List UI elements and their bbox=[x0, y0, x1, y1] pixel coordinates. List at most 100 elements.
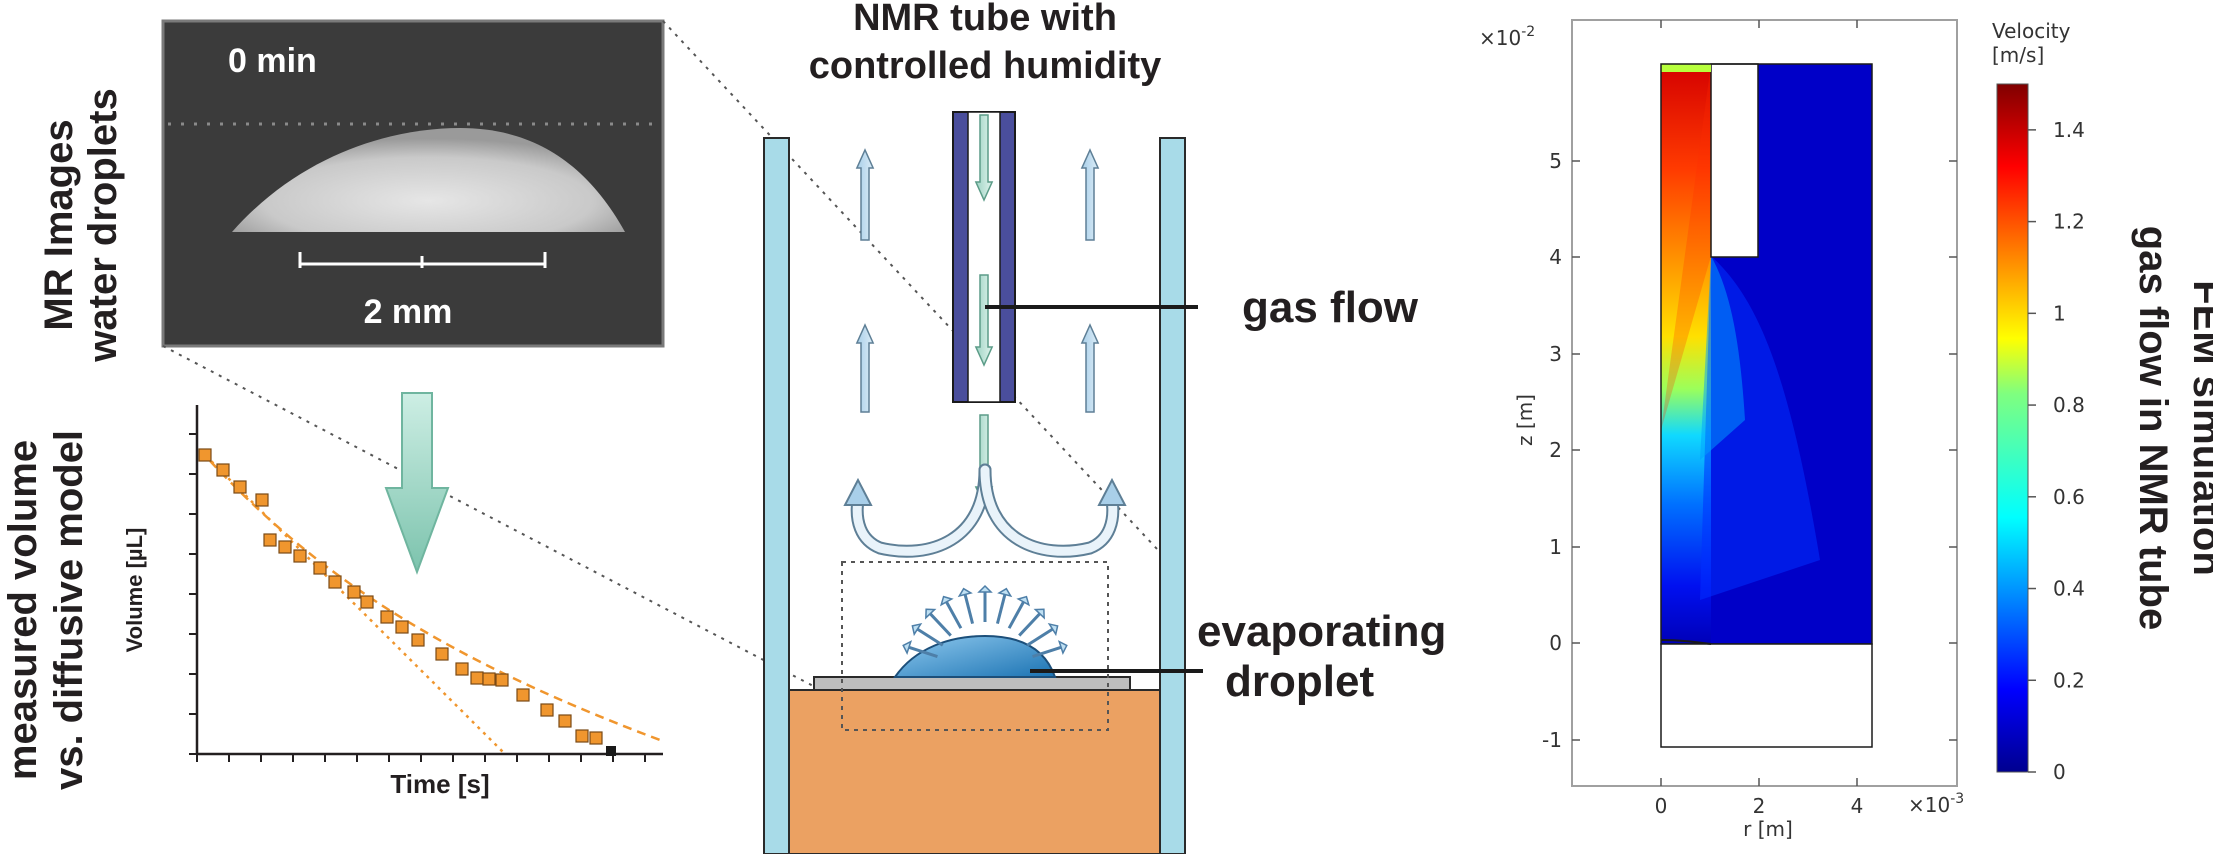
time-progression-arrow bbox=[384, 392, 450, 575]
volume-point bbox=[233, 480, 247, 494]
fem-side-title-line1: FEM simulation bbox=[2185, 280, 2213, 576]
fem-x-tick-label: 0 bbox=[1655, 794, 1668, 818]
colorbar-title-line1: Velocity bbox=[1992, 19, 2071, 43]
fem-xlabel: r [m] bbox=[1743, 817, 1793, 841]
mr-side-title-line2: water droplets bbox=[81, 88, 125, 362]
gas-flow-arrows bbox=[855, 114, 1100, 507]
volume-point bbox=[347, 585, 361, 599]
evaporation-arrow-head bbox=[1016, 595, 1031, 607]
volume-ticks bbox=[189, 433, 646, 762]
gas-flow-label: gas flow bbox=[1242, 283, 1419, 332]
evaporating-droplet bbox=[893, 634, 1057, 678]
substrate-plate bbox=[813, 676, 1131, 691]
evaporation-arrow bbox=[945, 601, 963, 629]
fem-y-tick-label: -1 bbox=[1542, 728, 1562, 752]
setup-title-line2: controlled humidity bbox=[809, 45, 1162, 87]
evaporation-arrow-head bbox=[911, 622, 923, 637]
mr-time-label: 0 min bbox=[228, 42, 317, 80]
fem-ylabel: z [m] bbox=[1513, 394, 1537, 446]
colorbar-tick-label: 0.8 bbox=[2053, 393, 2085, 417]
evaporation-arrow-head bbox=[925, 608, 937, 620]
evaporation-arrow bbox=[963, 594, 975, 624]
fem-y-tick-label: 5 bbox=[1549, 149, 1562, 173]
colorbar-tick-label: 1.2 bbox=[2053, 210, 2085, 234]
volume-point bbox=[411, 633, 425, 647]
volume-point bbox=[360, 595, 374, 609]
upflow-arrow bbox=[855, 148, 875, 241]
mr-panel: MR Images water droplets 0 min 2 mm bbox=[37, 19, 665, 363]
nmr-setup: NMR tube with controlled humidity gas fl… bbox=[763, 0, 1446, 854]
evaporation-arrow-head bbox=[939, 595, 954, 607]
colorbar-tick-label: 0 bbox=[2053, 760, 2066, 784]
volume-ylabel: Volume [µL] bbox=[122, 528, 147, 653]
evaporation-arrow bbox=[916, 627, 944, 647]
volume-point bbox=[470, 671, 484, 685]
evaporation-arrow bbox=[1026, 627, 1054, 647]
droplet-label-line2: droplet bbox=[1225, 657, 1374, 706]
recirculation-arrows bbox=[843, 463, 1127, 558]
colorbar-ticks: 1.41.210.80.60.40.20 bbox=[2028, 118, 2085, 784]
volume-point bbox=[278, 540, 292, 554]
evaporation-arrow-head bbox=[977, 584, 993, 593]
nmr-tube-wall-right bbox=[1159, 137, 1186, 854]
volume-point bbox=[482, 672, 496, 686]
mr-scale-label: 2 mm bbox=[364, 293, 453, 331]
fem-y-tick-label: 0 bbox=[1549, 631, 1562, 655]
setup-title-line1: NMR tube with bbox=[853, 0, 1117, 39]
evaporation-arrow bbox=[1007, 601, 1025, 629]
evaporation-arrow-head bbox=[957, 587, 973, 598]
volume-point bbox=[380, 610, 394, 624]
evaporation-arrow bbox=[1018, 612, 1041, 637]
upflow-arrow bbox=[1080, 148, 1100, 241]
volume-axes bbox=[195, 405, 663, 756]
evaporation-arrow bbox=[995, 594, 1007, 624]
evaporation-arrow-head bbox=[1047, 622, 1059, 637]
volume-point bbox=[328, 575, 342, 589]
volume-point bbox=[255, 493, 269, 507]
volume-point bbox=[313, 561, 327, 575]
volume-point bbox=[575, 729, 589, 743]
volume-point bbox=[216, 463, 230, 477]
volume-point bbox=[558, 714, 572, 728]
evaporation-arrow-head bbox=[1033, 608, 1045, 620]
nmr-tube-wall-left bbox=[763, 137, 790, 854]
volume-point bbox=[516, 688, 530, 702]
measured-volume-points bbox=[198, 448, 616, 756]
fem-z-multiplier: ×10-2 bbox=[1479, 24, 1535, 50]
volume-point bbox=[495, 673, 509, 687]
colorbar-title-line2: [m/s] bbox=[1992, 43, 2044, 67]
evaporation-arrow bbox=[929, 612, 952, 637]
evaporation-arrow-head bbox=[997, 587, 1013, 598]
fem-x-tick-label: 4 bbox=[1851, 794, 1864, 818]
upflow-arrow bbox=[1080, 323, 1100, 413]
volume-point bbox=[589, 731, 603, 745]
colorbar-tick-label: 0.4 bbox=[2053, 577, 2085, 601]
volume-point bbox=[455, 662, 469, 676]
volume-point bbox=[540, 703, 554, 717]
fem-x-ticks: 0 2 4 bbox=[1655, 20, 1864, 818]
fem-x-tick-label: 2 bbox=[1753, 794, 1766, 818]
fem-y-tick-label: 3 bbox=[1549, 342, 1562, 366]
diffusive-model-curve bbox=[199, 449, 661, 742]
evaporation-arrow-head bbox=[902, 640, 913, 655]
fem-y-tick-label: 1 bbox=[1549, 535, 1562, 559]
volume-side-title-line1: measured volume bbox=[1, 440, 45, 780]
volume-point bbox=[435, 647, 449, 661]
volume-xlabel: Time [s] bbox=[390, 769, 489, 799]
volume-point bbox=[263, 533, 277, 547]
velocity-colorbar bbox=[1996, 83, 2029, 773]
mr-droplet bbox=[232, 128, 625, 232]
volume-point bbox=[395, 620, 409, 634]
zoom-lines bbox=[162, 20, 1173, 701]
volume-point bbox=[198, 448, 212, 462]
volume-point-last bbox=[606, 746, 616, 756]
evaporation-arrow bbox=[1032, 645, 1062, 658]
downflow-arrow bbox=[974, 114, 994, 202]
colorbar-tick-label: 1.4 bbox=[2053, 118, 2085, 142]
diffusive-model-line bbox=[199, 449, 506, 755]
fem-side-title-line2: gas flow in NMR tube bbox=[2131, 226, 2175, 630]
mr-side-title-line1: MR Images bbox=[37, 119, 81, 330]
volume-side-title-line2: vs. diffusive model bbox=[47, 430, 91, 790]
upflow-arrow bbox=[855, 323, 875, 413]
